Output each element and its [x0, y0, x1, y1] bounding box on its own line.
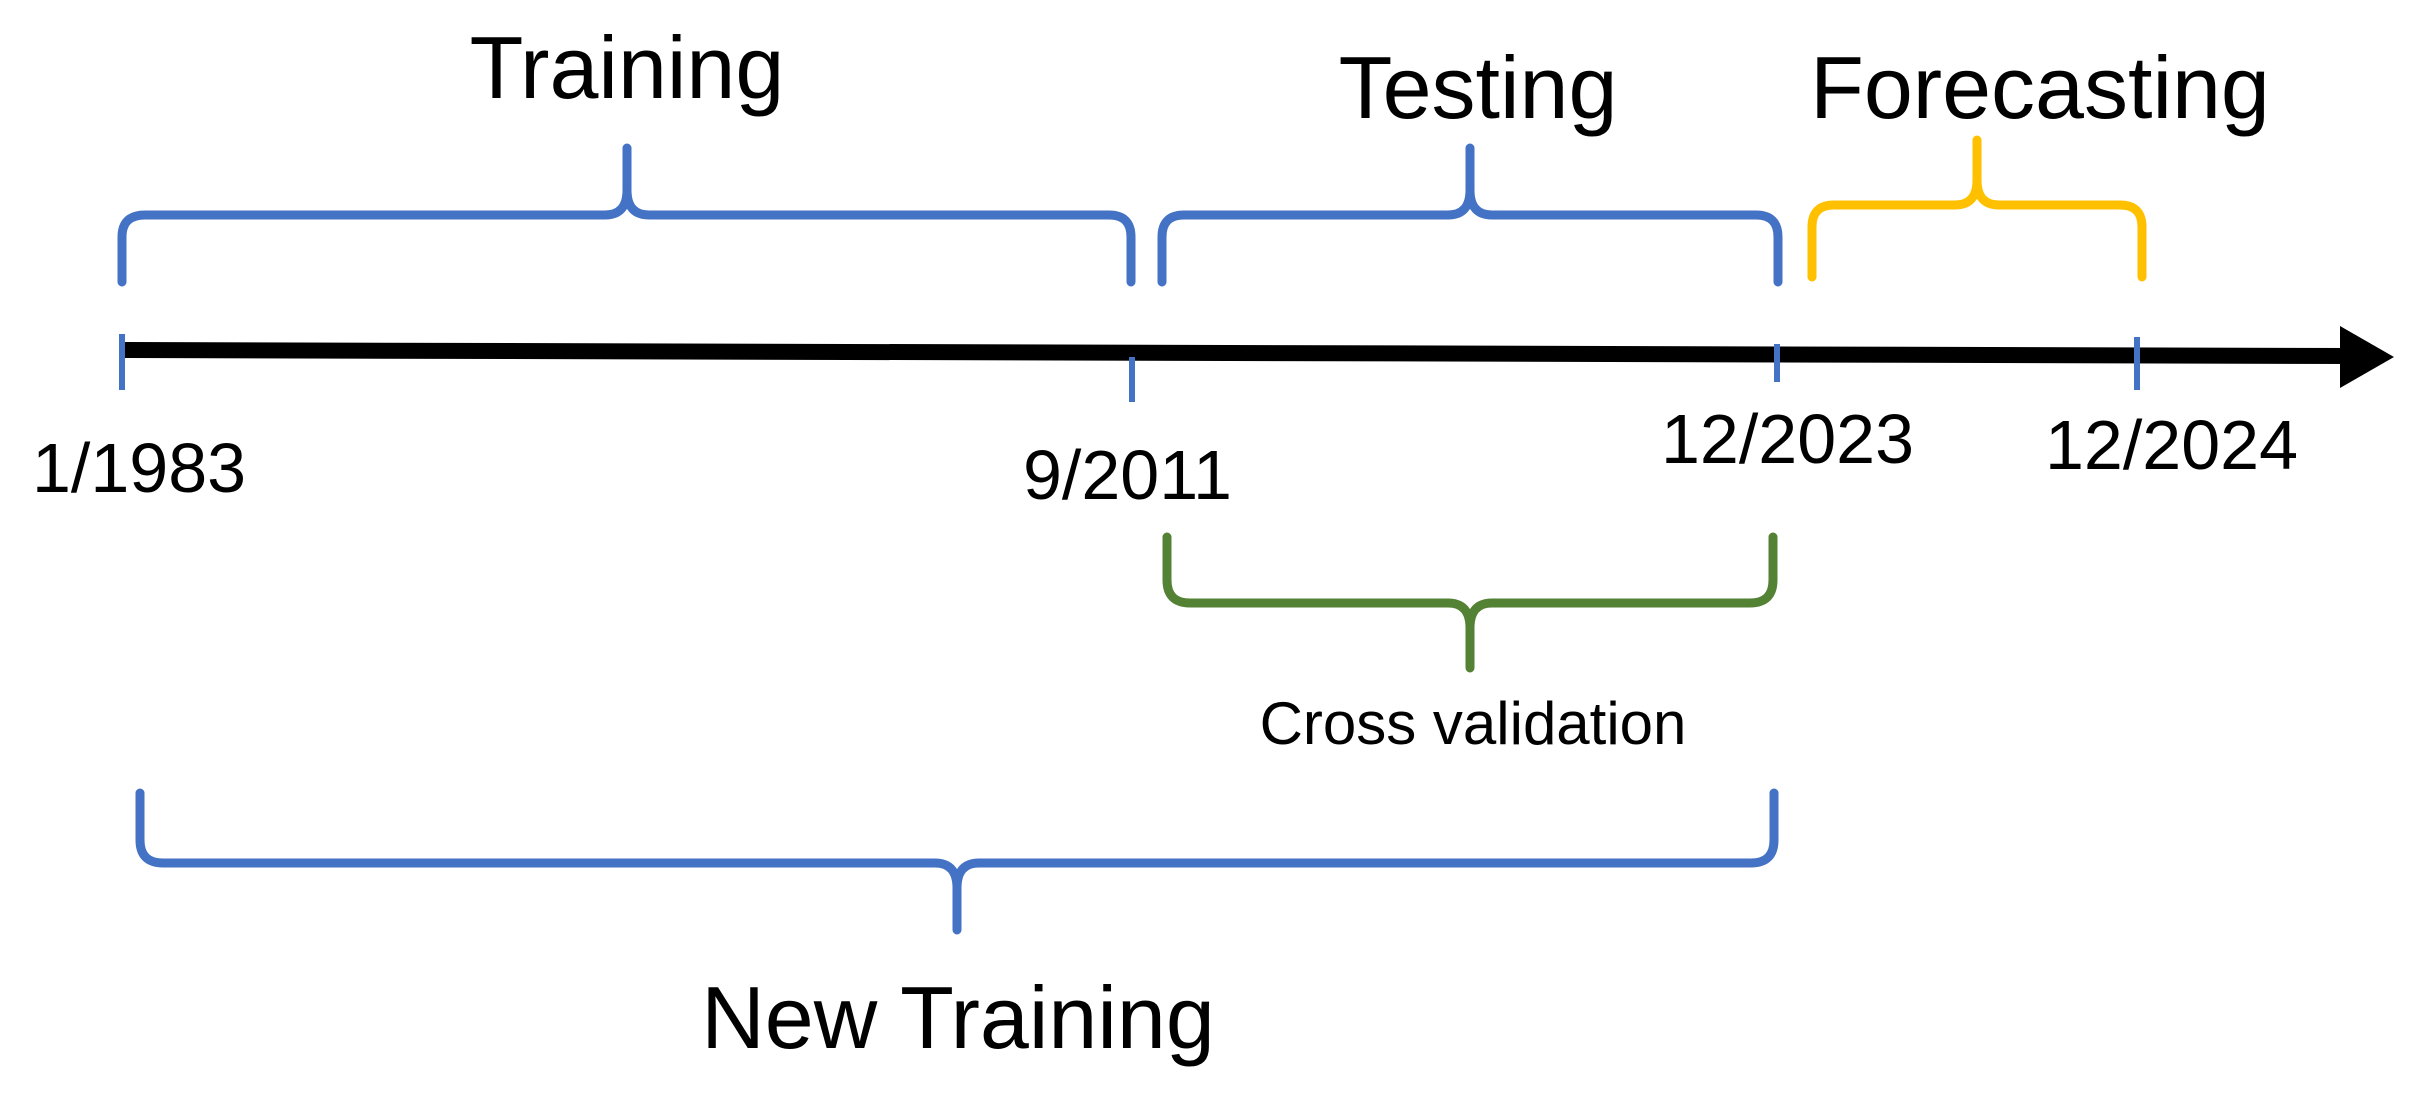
forecasting-label: Forecasting	[1810, 38, 2270, 137]
time-axis	[121, 342, 2356, 364]
date-label-1983: 1/1983	[32, 429, 246, 507]
testing-brace	[1157, 143, 1783, 287]
date-label-2011: 9/2011	[1023, 436, 1232, 514]
testing-label: Testing	[1339, 38, 1618, 137]
training-label: Training	[470, 18, 785, 117]
forecasting-brace	[1807, 135, 2147, 282]
new-training-brace	[135, 788, 1779, 935]
arrow-right-icon	[2340, 326, 2394, 388]
cross-validation-label: Cross validation	[1260, 690, 1687, 757]
date-label-2024: 12/2024	[2045, 406, 2298, 484]
new-training-label: New Training	[701, 968, 1215, 1067]
training-brace	[117, 143, 1136, 287]
cross-validation-brace	[1162, 532, 1778, 673]
date-label-2023: 12/2023	[1661, 400, 1914, 478]
